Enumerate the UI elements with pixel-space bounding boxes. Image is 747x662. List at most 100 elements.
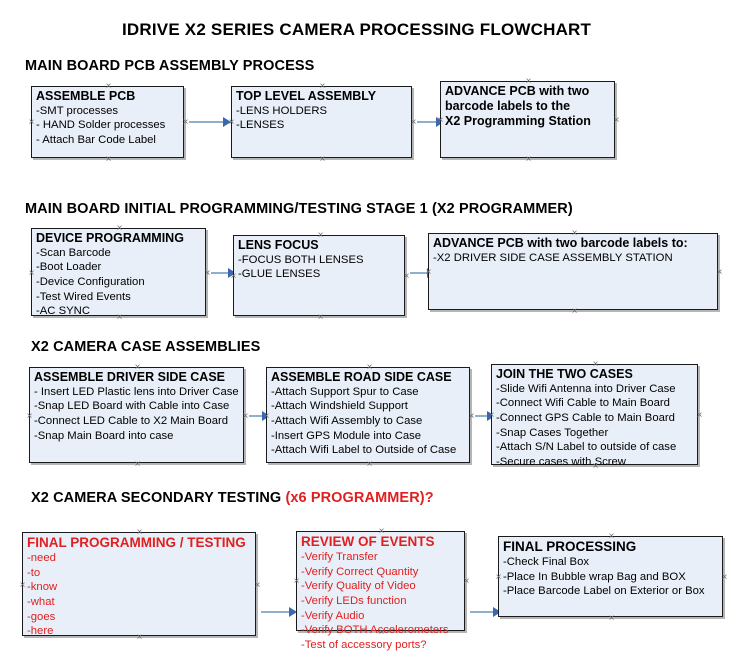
section-title-main-board-pcb-assembly: MAIN BOARD PCB ASSEMBLY PROCESS (25, 58, 314, 74)
handle-right[interactable] (695, 411, 704, 420)
node-advance-pcb-programming-station[interactable]: ADVANCE PCB with two barcode labels to t… (440, 81, 615, 158)
connector-final-programming-to-review-events (261, 611, 294, 613)
node-line: -Connect GPS Cable to Main Board (496, 412, 675, 425)
node-line: -AC SYNC (36, 305, 90, 318)
node-line: -GLUE LENSES (238, 268, 321, 281)
node-join-the-two-cases[interactable]: JOIN THE TWO CASES -Slide Wifi Antenna i… (491, 364, 698, 468)
node-lens-focus[interactable]: LENS FOCUS -FOCUS BOTH LENSES -GLUE LENS… (233, 235, 405, 316)
handle-left[interactable] (436, 116, 445, 125)
node-title: REVIEW OF EVENTS (301, 534, 435, 549)
handle-right[interactable] (253, 581, 262, 590)
node-line: -Verify Transfer (301, 550, 378, 563)
node-line: -Verify Quality of Video (301, 580, 416, 593)
handle-bottom[interactable] (318, 155, 327, 164)
handle-top[interactable] (135, 528, 144, 537)
node-line: -Slide Wifi Antenna into Driver Case (496, 382, 676, 395)
node-title: DEVICE PROGRAMMING (36, 231, 184, 245)
node-line: -Place In Bubble wrap Bag and BOX (503, 570, 686, 583)
handle-right[interactable] (720, 573, 729, 582)
handle-left[interactable] (292, 577, 301, 586)
node-assemble-pcb[interactable]: ASSEMBLE PCB -SMT processes - HAND Solde… (31, 86, 184, 158)
handle-bottom[interactable] (377, 628, 386, 637)
node-line: -what (27, 595, 55, 608)
node-top-level-assembly[interactable]: TOP LEVEL ASSEMBLY -LENS HOLDERS -LENSES (231, 86, 412, 158)
section-title-text: MAIN BOARD PCB ASSEMBLY PROCESS (25, 58, 315, 74)
handle-top[interactable] (607, 532, 616, 541)
handle-left[interactable] (27, 118, 36, 127)
handle-left[interactable] (424, 268, 433, 277)
node-line: -know (27, 581, 58, 594)
handle-top[interactable] (104, 82, 113, 91)
node-assemble-driver-side-case[interactable]: ASSEMBLE DRIVER SIDE CASE - Insert LED P… (29, 367, 244, 463)
node-title-line-2: barcode labels to the (445, 98, 571, 113)
node-line: -Verify BOTH Accelerometers (301, 624, 449, 637)
handle-top[interactable] (316, 231, 325, 240)
handle-top[interactable] (133, 363, 142, 372)
node-line: -LENSES (236, 119, 285, 132)
node-line-overflow: -Test of accessory ports? (301, 638, 427, 651)
node-line: - Insert LED Plastic lens into Driver Ca… (34, 385, 239, 398)
node-final-processing[interactable]: FINAL PROCESSING -Check Final Box -Place… (498, 536, 723, 617)
handle-top[interactable] (591, 360, 600, 369)
connector-road-case-to-join-cases (475, 415, 495, 417)
handle-bottom[interactable] (365, 460, 374, 469)
node-review-of-events[interactable]: REVIEW OF EVENTS -Verify Transfer -Verif… (296, 531, 465, 651)
node-line: -Verify Correct Quantity (301, 565, 419, 578)
section-title-main-board-initial-programming: MAIN BOARD INITIAL PROGRAMMING/TESTING S… (25, 201, 573, 217)
handle-top[interactable] (115, 224, 124, 233)
handle-left[interactable] (227, 118, 236, 127)
connector-driver-case-to-road-case (249, 415, 269, 417)
handle-left[interactable] (18, 581, 27, 590)
node-line: -FOCUS BOTH LENSES (238, 253, 364, 266)
handle-bottom[interactable] (133, 460, 142, 469)
handle-bottom[interactable] (104, 155, 113, 164)
node-device-programming[interactable]: DEVICE PROGRAMMING -Scan Barcode -Boot L… (31, 228, 206, 318)
node-line: -Insert GPS Module into Case (271, 429, 422, 442)
node-line: -Device Configuration (36, 276, 145, 289)
handle-bottom[interactable] (316, 313, 325, 322)
handle-left[interactable] (229, 272, 238, 281)
node-line: -Test Wired Events (36, 290, 131, 303)
handle-top[interactable] (570, 229, 579, 238)
node-title: LENS FOCUS (238, 238, 319, 252)
node-line: -Check Final Box (503, 555, 590, 568)
node-line: -Attach Windshield Support (271, 400, 408, 413)
handle-top[interactable] (318, 82, 327, 91)
handle-top[interactable] (365, 363, 374, 372)
handle-top[interactable] (524, 77, 533, 86)
node-line: -goes (27, 610, 56, 623)
handle-bottom[interactable] (591, 462, 600, 471)
node-line: -to (27, 566, 41, 579)
section-title-text: X2 CAMERA CASE ASSEMBLIES (31, 339, 261, 355)
page-title: IDRIVE X2 SERIES CAMERA PROCESSING FLOWC… (122, 20, 592, 39)
handle-left[interactable] (494, 573, 503, 582)
handle-bottom[interactable] (524, 155, 533, 164)
handle-top[interactable] (377, 527, 386, 536)
node-advance-pcb-driver-side-case[interactable]: ADVANCE PCB with two barcode labels to: … (428, 233, 718, 310)
section-title-text: MAIN BOARD INITIAL PROGRAMMING/TESTING S… (25, 201, 573, 217)
handle-left[interactable] (25, 412, 34, 421)
handle-left[interactable] (27, 269, 36, 278)
section-title-x2-camera-secondary-testing: X2 CAMERA SECONDARY TESTING (x6 PROGRAMM… (31, 490, 434, 506)
node-title: ASSEMBLE ROAD SIDE CASE (271, 370, 452, 384)
node-title: ADVANCE PCB with two (445, 84, 590, 98)
handle-right[interactable] (462, 577, 471, 586)
connector-top-level-to-advance-pcb (417, 121, 442, 123)
handle-left[interactable] (262, 412, 271, 421)
handle-bottom[interactable] (135, 633, 144, 642)
handle-right[interactable] (715, 268, 724, 277)
node-title: JOIN THE TWO CASES (496, 367, 633, 381)
connector-review-events-to-final-processing (470, 611, 498, 613)
handle-right[interactable] (612, 116, 621, 125)
node-line: -SMT processes (36, 104, 119, 117)
handle-bottom[interactable] (607, 614, 616, 623)
node-assemble-road-side-case[interactable]: ASSEMBLE ROAD SIDE CASE -Attach Support … (266, 367, 470, 463)
node-line: -Attach Wifi Label to Outside of Case (271, 444, 457, 457)
section-title-accent: (x6 PROGRAMMER)? (285, 490, 434, 506)
node-line: -Boot Loader (36, 261, 102, 274)
handle-bottom[interactable] (570, 307, 579, 316)
node-title: ASSEMBLE PCB (36, 89, 136, 103)
handle-left[interactable] (487, 411, 496, 420)
node-final-programming-testing[interactable]: FINAL PROGRAMMING / TESTING -need -to -k… (22, 532, 256, 637)
handle-bottom[interactable] (115, 313, 124, 322)
